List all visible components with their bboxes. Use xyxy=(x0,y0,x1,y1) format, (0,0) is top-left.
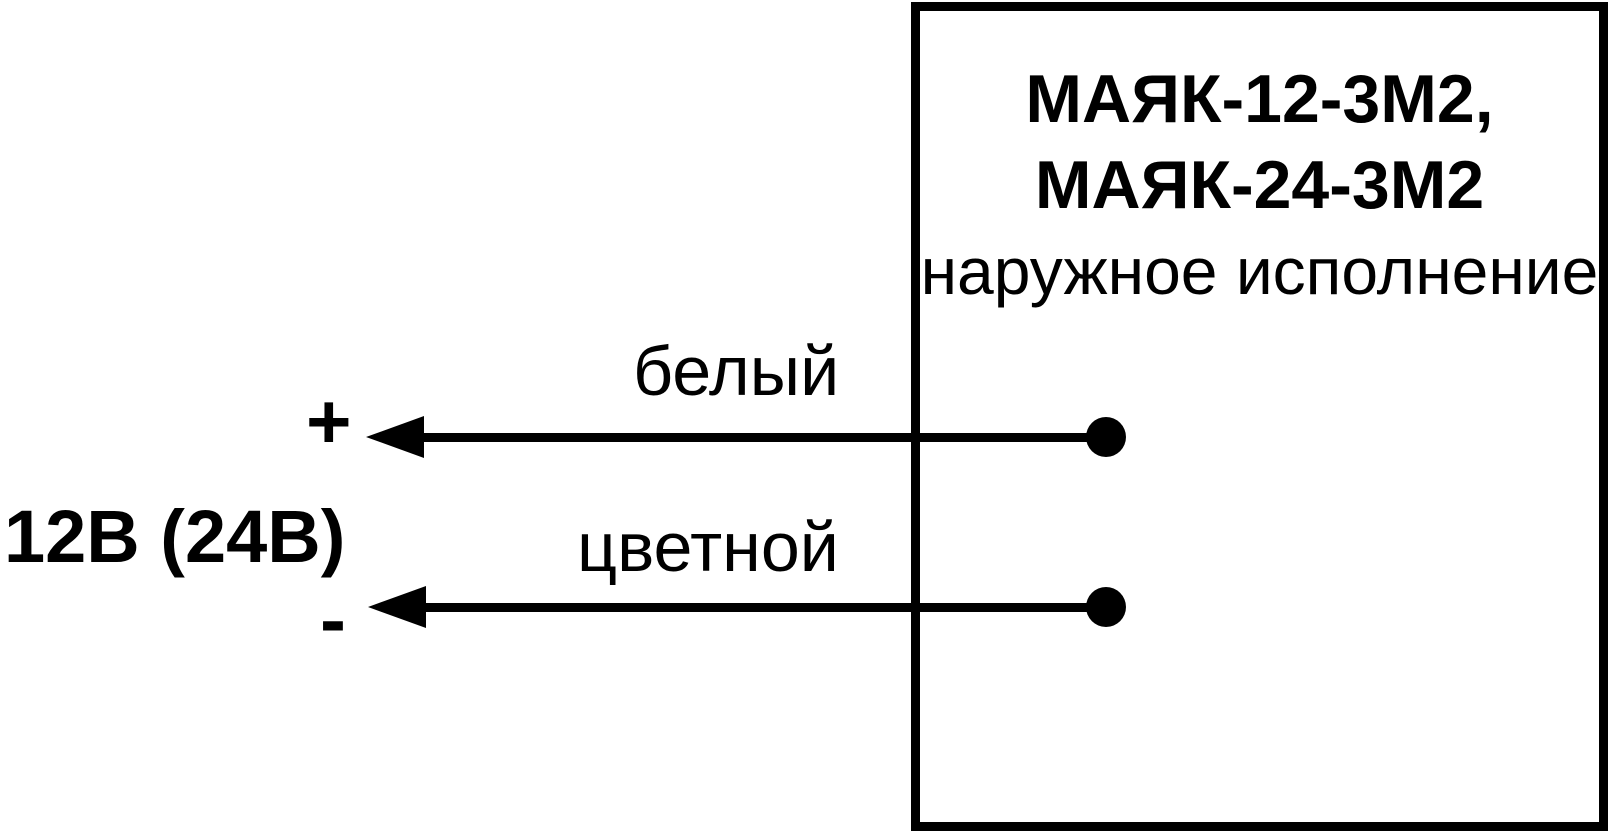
terminal-dot xyxy=(1086,417,1126,457)
device-title-line2: МАЯК-24-3М2 xyxy=(1034,147,1485,223)
plus-polarity-label: + xyxy=(306,377,352,465)
wire-label-white: белый xyxy=(633,332,840,410)
device-subtitle: наружное исполнение xyxy=(920,234,1599,308)
voltage-label: 12В (24В) xyxy=(4,495,346,578)
wire-line-colored xyxy=(418,603,1106,612)
device-title: МАЯК-12-3М2, МАЯК-24-3М2 xyxy=(911,56,1608,228)
arrow-left-icon xyxy=(368,586,426,628)
device-title-line1: МАЯК-12-3М2, xyxy=(1025,61,1494,137)
wire-line-white xyxy=(418,433,1106,442)
arrow-left-icon xyxy=(366,416,424,458)
device-box xyxy=(911,2,1608,831)
terminal-dot xyxy=(1086,587,1126,627)
wire-label-colored: цветной xyxy=(577,508,839,586)
minus-polarity-label: - xyxy=(320,575,346,663)
